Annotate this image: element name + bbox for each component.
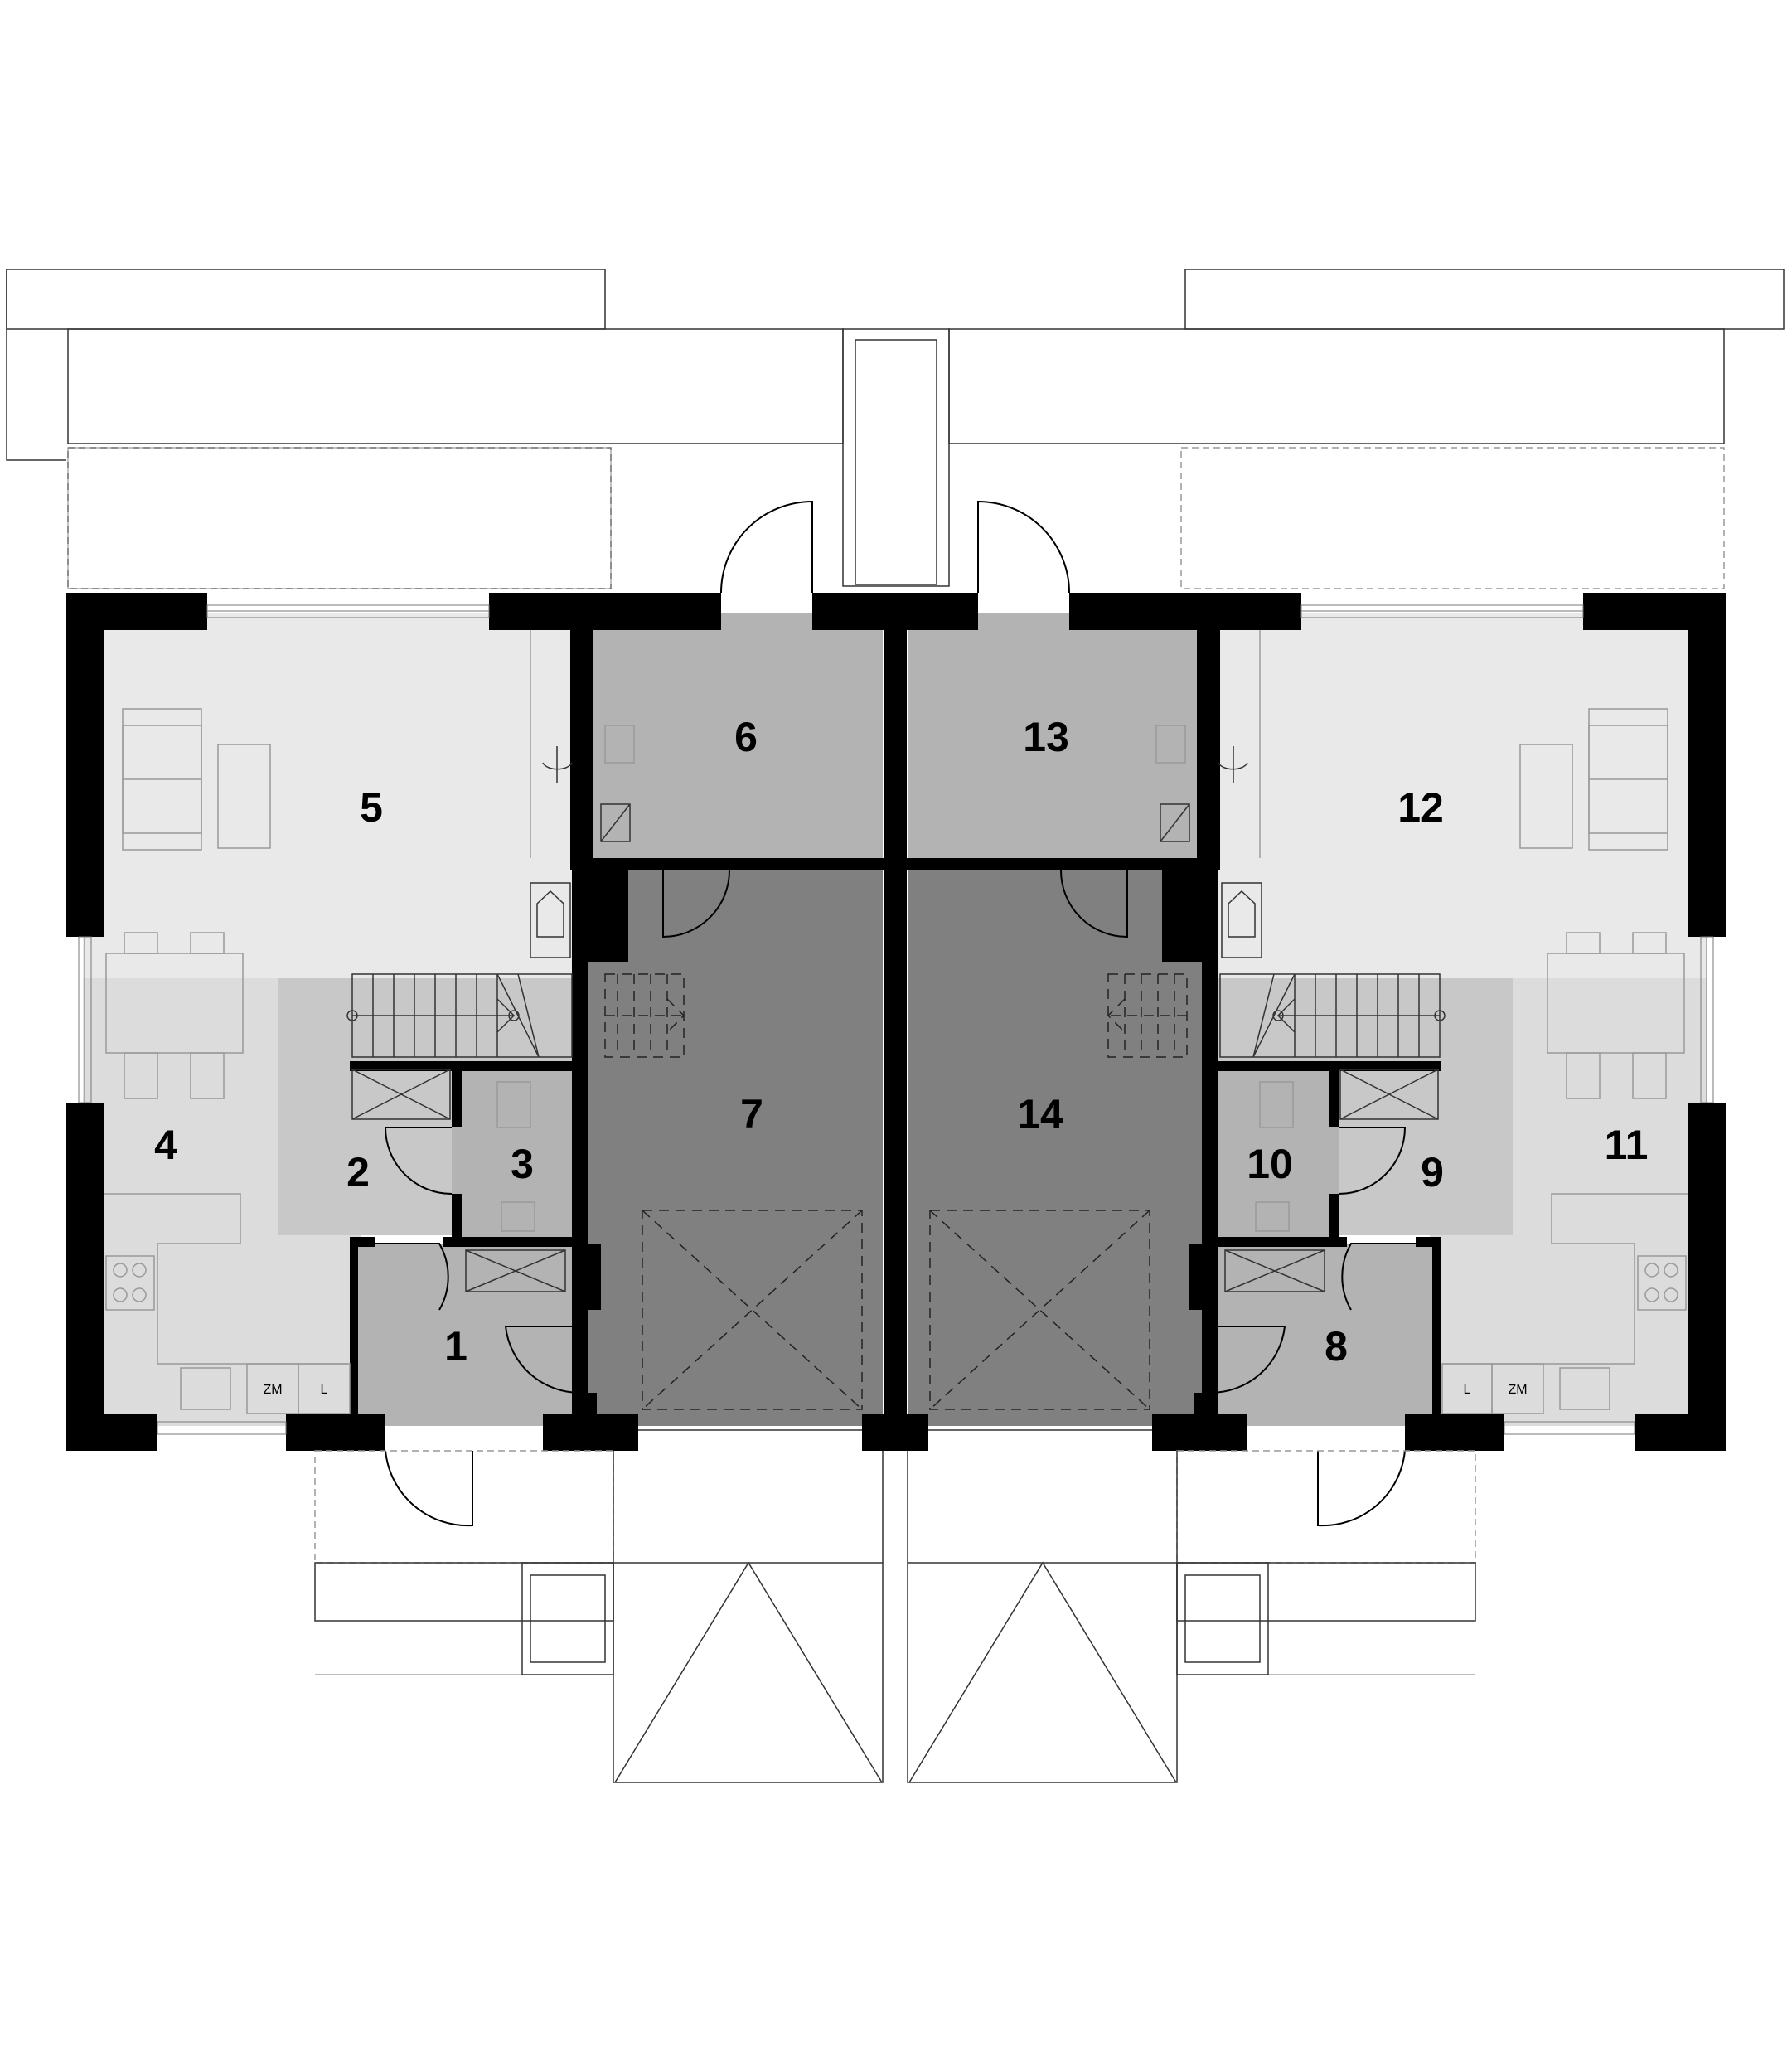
door-swing-icon (720, 500, 813, 594)
shower-icon (1160, 803, 1190, 842)
door-swing-icon (1317, 1450, 1406, 1527)
wc-fill-left (452, 1069, 572, 1244)
room-number: 9 (1421, 1149, 1444, 1195)
room-number: 4 (154, 1122, 177, 1168)
driveway-right (907, 1562, 1178, 1783)
door-swing-icon (1341, 1243, 1417, 1311)
washbasin-icon (501, 1201, 535, 1232)
roof-overhang-outlines (6, 269, 1785, 589)
terrace-dashed-right (1180, 447, 1725, 589)
room-number: 12 (1397, 784, 1444, 831)
toilet-icon (1259, 1081, 1294, 1128)
room-number: 11 (1605, 1122, 1649, 1168)
boiler-icon (530, 882, 571, 958)
terrace-outline-right (1184, 269, 1785, 330)
coffee-table-icon (217, 744, 271, 849)
kitchen-counter-right (1442, 1193, 1688, 1365)
room-number: 2 (346, 1149, 370, 1195)
door-swing-icon (504, 1326, 581, 1394)
wardrobe-vestibule-left (465, 1249, 566, 1292)
door-swing-icon (384, 1127, 453, 1195)
wardrobe-vestibule-right (1224, 1249, 1325, 1292)
stove-icon (1637, 1255, 1687, 1311)
sofa-icon (1588, 708, 1668, 851)
door-swing-icon (1060, 870, 1128, 938)
room-number: 10 (1247, 1141, 1293, 1187)
floor-fills (83, 613, 1707, 1426)
washer-box-right (1441, 1363, 1493, 1414)
coffee-table-icon (1519, 744, 1573, 849)
dining-table-icon (105, 932, 244, 1099)
washbasin-icon (1255, 1201, 1290, 1232)
room-number: 14 (1017, 1091, 1063, 1137)
window-bottom-left (157, 1421, 287, 1435)
staircase-icon (346, 973, 1446, 1058)
room-number: 8 (1325, 1323, 1348, 1370)
shower-icon (600, 803, 631, 842)
roof-outline-left (67, 328, 844, 444)
washer-label-right: L (1464, 1383, 1471, 1397)
utility-fill-left (593, 613, 883, 862)
door-swing-icon (662, 870, 730, 938)
door-swing-icon (385, 1450, 473, 1527)
room-number: 6 (734, 714, 758, 760)
utility-fill-right (908, 613, 1198, 862)
toilet-icon (496, 1081, 531, 1128)
furniture: ZM L (104, 708, 1688, 1414)
sink-icon (1559, 1367, 1610, 1410)
boiler-icon (1221, 882, 1262, 958)
fridge-label-left: ZM (263, 1383, 282, 1397)
washer-box-left (298, 1363, 351, 1414)
washer-label-left: L (321, 1383, 328, 1397)
window-bottom-right (1504, 1421, 1635, 1435)
room-number: 5 (360, 784, 383, 831)
kitchen-counter-left (104, 1193, 348, 1365)
bin-shelter-left (521, 1562, 614, 1675)
garage-door-icon (638, 1210, 1152, 1431)
room-number: 7 (740, 1091, 763, 1137)
sink-icon (180, 1367, 231, 1410)
stove-icon (105, 1255, 155, 1311)
door-swing-icon (1338, 1127, 1407, 1195)
washbasin-icon (1155, 725, 1186, 764)
living-area-fill-right (1218, 613, 1707, 978)
wardrobe-right (1339, 1069, 1439, 1120)
windows (78, 604, 1714, 1435)
room-number: 13 (1023, 714, 1069, 760)
terrace-dashed-left (67, 447, 612, 589)
chimney-inner (855, 339, 937, 585)
vestibule-fill-right (1218, 1244, 1434, 1426)
roof-outline-right (948, 328, 1725, 444)
chimney-outline (842, 328, 950, 587)
wc-fill-right (1218, 1069, 1339, 1244)
room-number: 1 (444, 1323, 467, 1370)
doors (373, 500, 1417, 1527)
driveway-left (613, 1562, 884, 1783)
porch-right (1176, 1450, 1476, 1564)
fridge-label-right: ZM (1508, 1383, 1527, 1397)
washbasin-icon (604, 725, 635, 764)
living-area-fill-left (83, 613, 572, 978)
radiator-icon (1218, 746, 1248, 783)
room-number: 3 (511, 1141, 534, 1187)
sofa-icon (122, 708, 202, 851)
room-labels: 1 2 3 4 5 6 7 8 9 10 11 12 13 14 (154, 714, 1648, 1370)
radiator-icon (542, 746, 573, 783)
walls (66, 593, 1726, 1451)
door-swing-icon (373, 1243, 449, 1311)
bin-shelter-right (1176, 1562, 1269, 1675)
door-swing-icon (977, 500, 1070, 594)
dining-table-icon (1547, 932, 1685, 1099)
wardrobe-left (351, 1069, 451, 1120)
door-swing-icon (1209, 1326, 1286, 1394)
vestibule-fill-left (356, 1244, 572, 1426)
entrance-and-driveway (314, 1450, 1476, 1783)
porch-left (314, 1450, 614, 1564)
terrace-outline-left (6, 269, 606, 330)
